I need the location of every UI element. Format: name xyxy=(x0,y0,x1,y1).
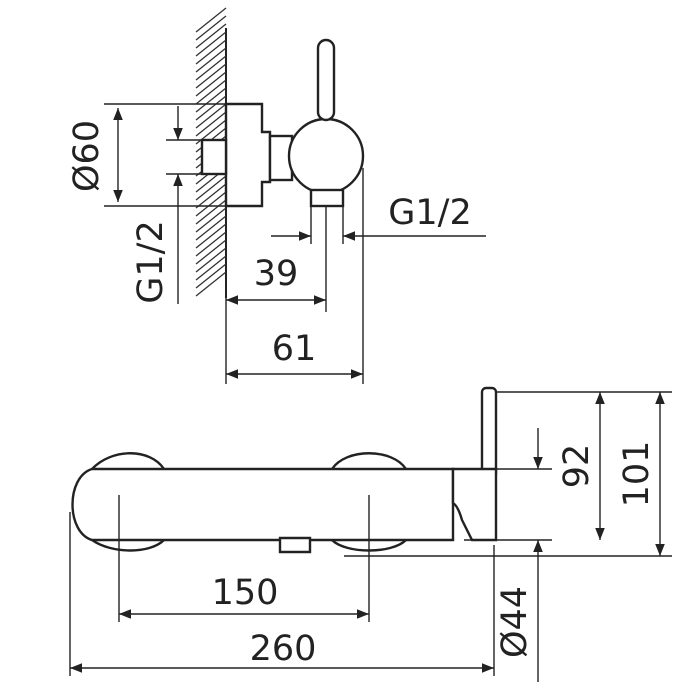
hatch-line xyxy=(195,23,227,49)
dimension-thread-vertical: G1/2 xyxy=(131,106,226,304)
hatch-line xyxy=(195,71,227,97)
outlet-stub xyxy=(309,188,345,208)
hatch-line xyxy=(195,31,227,57)
dimension-150-label: 150 xyxy=(212,573,279,613)
hatch-line xyxy=(195,223,227,249)
dimension-diameter-44: Ø44 xyxy=(495,428,543,682)
hatch-line xyxy=(195,15,227,41)
hatch-line xyxy=(195,191,227,217)
diameter-44-label: Ø44 xyxy=(495,586,535,658)
hatch-line xyxy=(195,39,227,65)
dimension-92-label: 92 xyxy=(557,444,597,489)
hatch-line xyxy=(195,103,227,129)
hatch-line xyxy=(195,215,227,241)
dimension-thread-right: G1/2 xyxy=(271,193,486,241)
dimension-39: 39 xyxy=(226,254,326,305)
hatch-line xyxy=(195,175,227,201)
dimension-260-label: 260 xyxy=(250,629,317,669)
hatch-line xyxy=(195,247,227,273)
hatch-line xyxy=(195,111,227,137)
wall-plate xyxy=(224,102,272,208)
hatch-line xyxy=(195,199,227,225)
mixer-bar xyxy=(71,467,455,542)
hatch-line xyxy=(195,95,227,121)
hatch-line xyxy=(195,79,227,105)
front-view: 150 260 Ø44 92 101 xyxy=(69,386,672,682)
mixer-body-circle xyxy=(287,117,365,195)
lever-base xyxy=(451,467,498,542)
hatch-line xyxy=(195,87,227,113)
diameter-60-label: Ø60 xyxy=(67,120,107,192)
hatch-line xyxy=(195,207,227,233)
hatch-line xyxy=(195,47,227,73)
dimension-61: 61 xyxy=(226,329,363,379)
hatch-line xyxy=(195,263,227,289)
hatch-line xyxy=(195,63,227,89)
dimension-101-label: 101 xyxy=(617,441,657,508)
dimension-92: 92 xyxy=(557,392,605,540)
hatch-line xyxy=(195,55,227,81)
thread-vertical-label: G1/2 xyxy=(131,220,171,303)
dimension-39-label: 39 xyxy=(254,254,299,294)
hatch-line xyxy=(195,255,227,281)
lever-handle xyxy=(316,38,336,122)
top-view: Ø60 G1/2 G1/2 39 61 xyxy=(67,7,486,384)
dimension-101: 101 xyxy=(617,392,665,556)
front-lever-handle xyxy=(480,386,498,480)
outlet-underside xyxy=(278,536,312,554)
dimension-61-label: 61 xyxy=(272,329,317,369)
hatch-line xyxy=(195,231,227,257)
inlet-nipple xyxy=(200,138,228,176)
dimension-150: 150 xyxy=(119,573,369,619)
dimension-260: 260 xyxy=(70,629,494,673)
dimension-diameter-60: Ø60 xyxy=(67,103,226,207)
hatch-line xyxy=(195,7,227,33)
thread-right-label: G1/2 xyxy=(388,193,471,233)
hatch-line xyxy=(195,271,227,297)
hatch-line xyxy=(195,239,227,265)
hatch-line xyxy=(195,183,227,209)
